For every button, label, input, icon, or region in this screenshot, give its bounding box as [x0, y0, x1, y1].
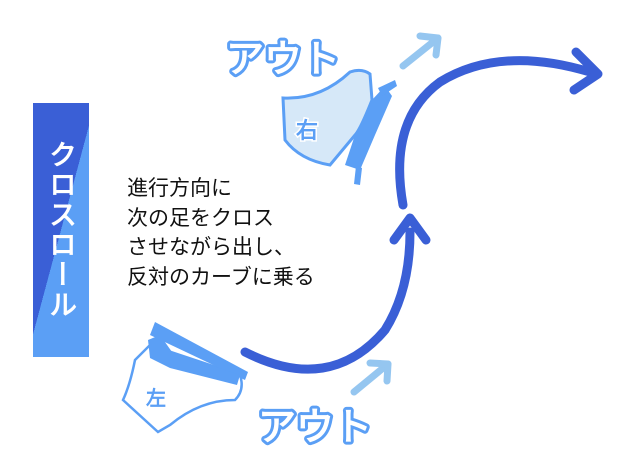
description-line: 次の足をクロス	[127, 205, 274, 230]
arrowhead-up-icon	[389, 213, 431, 245]
description-line: させながら出し、	[127, 235, 295, 259]
top-curve-arrow	[395, 56, 595, 210]
out-arrow-bottom-icon	[350, 359, 392, 396]
left-skate-label: 左	[146, 386, 166, 410]
description-line: 進行方向に	[127, 176, 232, 200]
out-arrow-top-icon	[399, 32, 442, 70]
right-skate-label: 右	[296, 119, 318, 144]
bottom-curve-arrow	[240, 227, 415, 374]
out-label-bottom: アウト	[258, 405, 372, 449]
technique-title-box: クロスロール	[33, 103, 89, 357]
description-line: 反対のカーブに乗る	[127, 264, 315, 289]
left-skate-icon	[121, 322, 248, 434]
out-label-top: アウト	[226, 37, 340, 81]
technique-title: クロスロール	[45, 140, 78, 320]
arrowhead-right-icon	[569, 47, 603, 95]
right-skate-icon	[281, 68, 397, 185]
description: 進行方向に 次の足をクロス させながら出し、 反対のカーブに乗る	[127, 174, 315, 292]
